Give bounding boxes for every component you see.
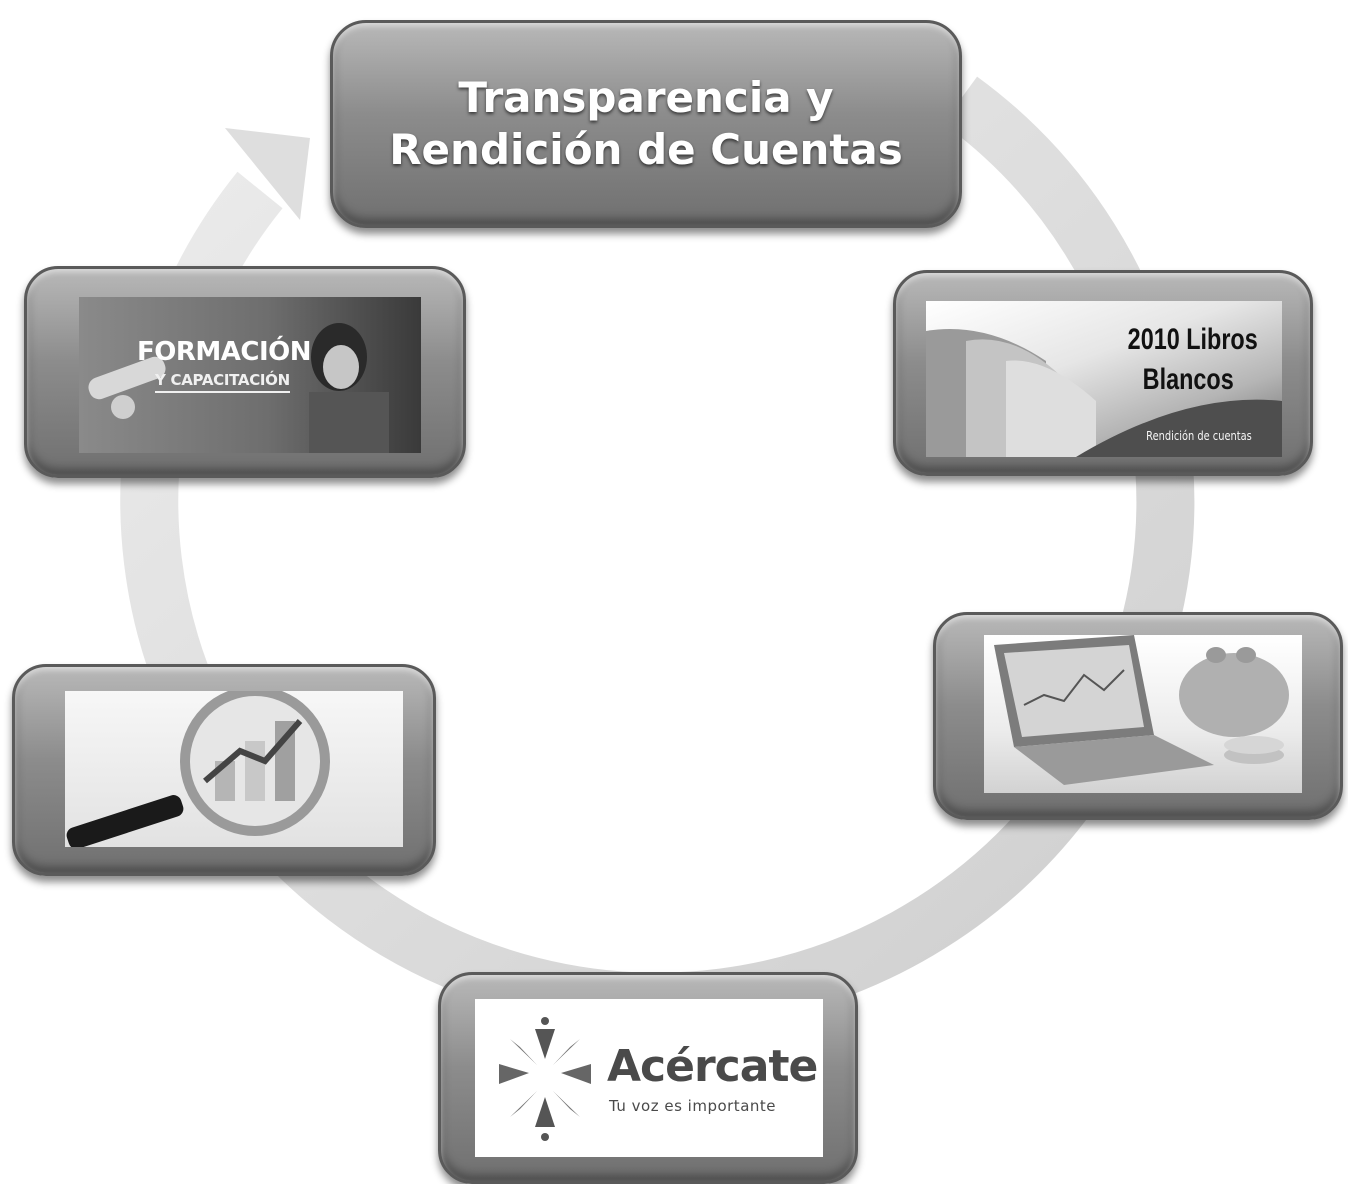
node-finanzas <box>933 612 1343 820</box>
libros-title-line1: 2010 Libros <box>1127 323 1258 356</box>
libros-title-line2: Blancos <box>1142 363 1234 396</box>
formacion-image: FORMACIÓN Y CAPACITACIÓN <box>79 297 421 453</box>
finanzas-image <box>984 635 1302 793</box>
acercate-logo-icon <box>499 1017 591 1141</box>
laptop-coins-icon <box>994 635 1289 785</box>
analisis-image <box>65 691 403 847</box>
libros-image: 2010 Libros Blancos Rendición de cuentas <box>926 301 1282 457</box>
cycle-arrowhead <box>225 128 310 220</box>
node-formacion: FORMACIÓN Y CAPACITACIÓN <box>24 266 466 478</box>
diagram-title: Transparencia y Rendición de Cuentas <box>389 73 903 174</box>
node-analisis <box>12 664 436 876</box>
magnifier-chart-icon <box>66 691 330 847</box>
libros-caption: Rendición de cuentas <box>1146 429 1252 443</box>
formacion-subtitle: Y CAPACITACIÓN <box>155 371 290 393</box>
acercate-tagline: Tu voz es importante <box>609 1097 777 1115</box>
node-acercate: Acércate Tu voz es importante <box>438 972 858 1184</box>
formacion-title: FORMACIÓN <box>137 337 312 367</box>
title-node: Transparencia y Rendición de Cuentas <box>330 20 962 228</box>
acercate-image: Acércate Tu voz es importante <box>475 999 823 1157</box>
node-libros-blancos: 2010 Libros Blancos Rendición de cuentas <box>893 270 1313 476</box>
acercate-title: Acércate <box>607 1041 818 1092</box>
open-book-icon <box>926 329 1282 457</box>
diploma-icon <box>88 323 389 453</box>
